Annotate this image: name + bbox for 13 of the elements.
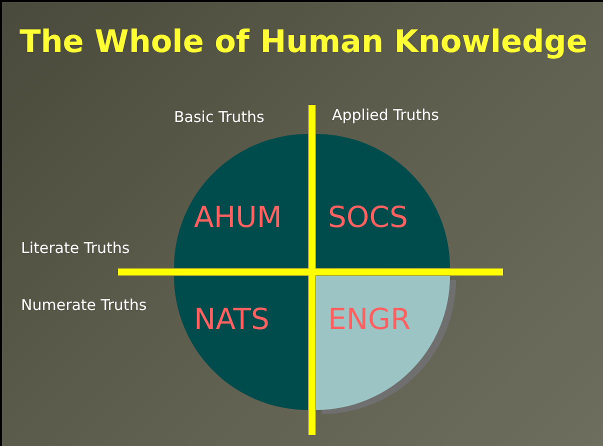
- quadrant: [316, 276, 457, 415]
- quadrant-label: NATS: [194, 302, 270, 336]
- axis-label: Numerate Truths: [21, 296, 147, 314]
- quadrant-label: SOCS: [328, 200, 408, 234]
- title: The Whole of Human Knowledge: [18, 24, 588, 60]
- quadrant: [174, 134, 308, 268]
- axis-label: Basic Truths: [174, 108, 264, 126]
- axis-label: Applied Truths: [332, 106, 439, 124]
- axis-label: Literate Truths: [21, 239, 130, 257]
- quadrant: [316, 134, 450, 268]
- quadrant-label: AHUM: [194, 200, 282, 234]
- quadrant: [174, 276, 308, 410]
- quadrant-label: ENGR: [328, 302, 411, 336]
